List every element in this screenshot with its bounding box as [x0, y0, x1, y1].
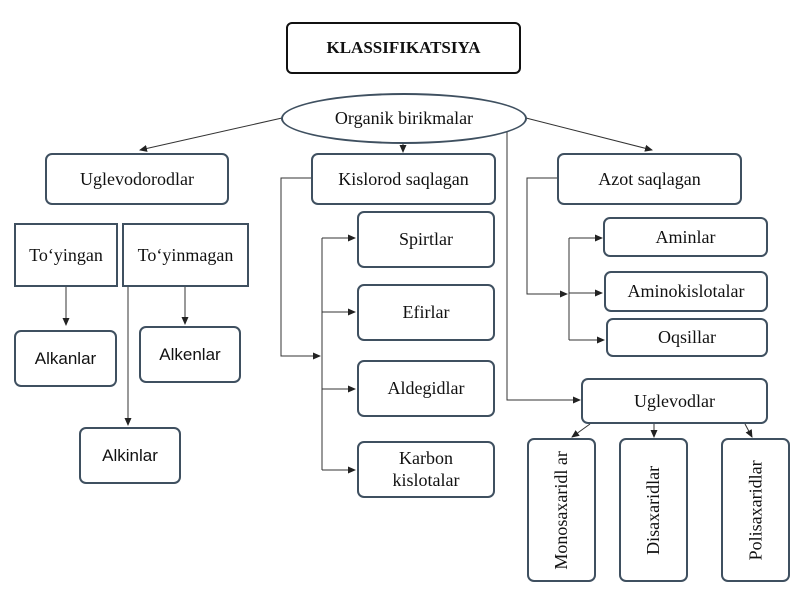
- monosaxaridlar-label: Monosaxaridl ar: [551, 450, 572, 570]
- node-alkanlar: Alkanlar: [14, 330, 117, 387]
- arrow-root-to-azot: [525, 117, 653, 152]
- polisaxaridlar-label: Polisaxaridlar: [745, 460, 766, 560]
- node-kislorod-saqlagan: Kislorod saqlagan: [311, 153, 496, 205]
- node-toyinmagan: To‘yinmagan: [122, 223, 249, 287]
- arrow-to-monosaxaridlar: [571, 423, 591, 438]
- arrow-kislorod-bracket: [280, 177, 321, 360]
- arrow-azot-bracket: [526, 177, 568, 298]
- node-monosaxaridlar: Monosaxaridl ar: [527, 438, 596, 582]
- node-alkenlar: Alkenlar: [139, 326, 241, 383]
- node-aldegidlar: Aldegidlar: [357, 360, 495, 417]
- node-disaxaridlar: Disaxaridlar: [619, 438, 688, 582]
- disaxaridlar-label: Disaxaridlar: [643, 465, 664, 555]
- root-node: Organik birikmalar: [281, 93, 527, 144]
- node-azot-saqlagan: Azot saqlagan: [557, 153, 742, 205]
- node-oqsillar: Oqsillar: [606, 318, 768, 357]
- arrow-to-polisaxaridlar: [744, 423, 753, 438]
- node-aminokislotalar: Aminokislotalar: [604, 271, 768, 312]
- arrow-root-to-uglevodlar: [506, 126, 581, 404]
- diagram-title: KLASSIFIKATSIYA: [286, 22, 521, 74]
- node-efirlar: Efirlar: [357, 284, 495, 341]
- node-karbon-kislotalar: Karbon kislotalar: [357, 441, 495, 498]
- node-alkinlar: Alkinlar: [79, 427, 181, 484]
- node-uglevodorodlar: Uglevodorodlar: [45, 153, 229, 205]
- node-polisaxaridlar: Polisaxaridlar: [721, 438, 790, 582]
- node-spirtlar: Spirtlar: [357, 211, 495, 268]
- node-uglevodlar: Uglevodlar: [581, 378, 768, 424]
- node-aminlar: Aminlar: [603, 217, 768, 257]
- arrow-root-to-uglevodorodlar: [139, 117, 283, 152]
- node-toyingan: To‘yingan: [14, 223, 118, 287]
